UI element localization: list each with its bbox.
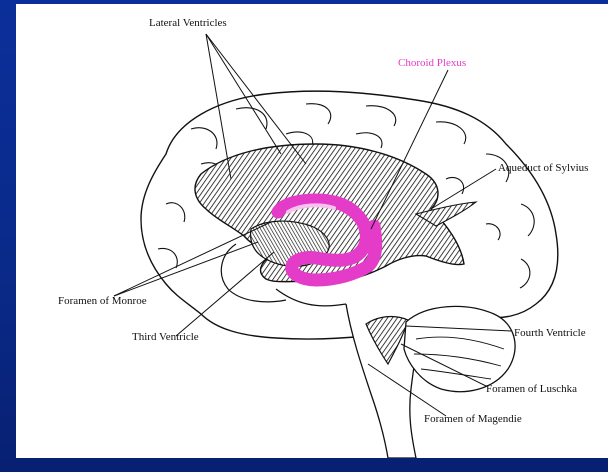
cerebellum: [404, 306, 515, 391]
label-third-ventricle: Third Ventricle: [132, 331, 199, 343]
label-foramen-of-magendie: Foramen of Magendie: [424, 413, 522, 425]
diagram-panel: Lateral Ventricles Choroid Plexus Aquedu…: [16, 4, 608, 458]
brain-ventricles-diagram: Lateral Ventricles Choroid Plexus Aquedu…: [16, 4, 608, 458]
label-lateral-ventricles: Lateral Ventricles: [149, 17, 227, 29]
label-foramen-of-monroe: Foramen of Monroe: [58, 295, 147, 307]
label-fourth-ventricle: Fourth Ventricle: [514, 327, 586, 339]
label-choroid-plexus: Choroid Plexus: [398, 57, 466, 69]
label-aqueduct-of-sylvius: Aqueduct of Sylvius: [498, 162, 588, 174]
label-foramen-of-luschka: Foramen of Luschka: [486, 383, 577, 395]
